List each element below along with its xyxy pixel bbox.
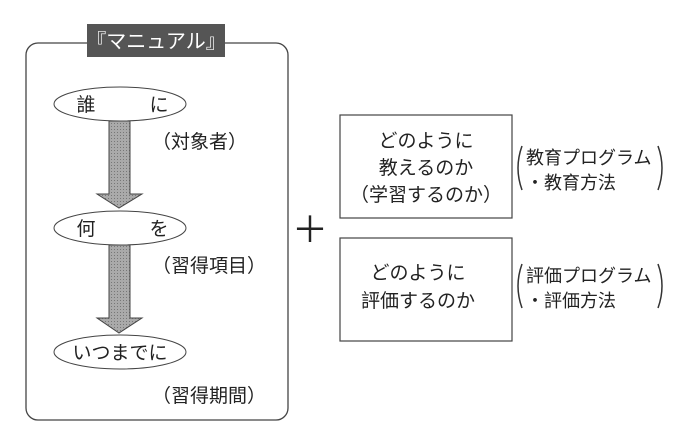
note-target: （対象者） <box>152 131 247 153</box>
plus-sign: ＋ <box>292 210 328 251</box>
bracket-left <box>517 145 523 191</box>
teach-side-1: 教育プログラム <box>526 148 651 169</box>
eval-line-1: どのように <box>370 262 465 284</box>
oval-who-right: に <box>149 94 168 116</box>
eval-side-1: 評価プログラム <box>526 266 651 287</box>
eval-line-2: 評価するのか <box>361 290 475 312</box>
oval-what <box>53 210 187 246</box>
oval-when-text: いつまでに <box>72 342 167 364</box>
oval-when <box>53 334 187 370</box>
arrow-1 <box>95 120 144 209</box>
oval-who <box>53 86 187 122</box>
oval-what-left: 何 <box>76 218 95 240</box>
note-period: （習得期間） <box>152 385 266 407</box>
eval-box <box>339 237 513 342</box>
manual-title: 『マニュアル』 <box>86 29 225 53</box>
arrow-2 <box>95 244 144 334</box>
oval-who-left: 誰 <box>76 94 95 116</box>
bracket-right <box>657 145 663 191</box>
teach-line-2: 教えるのか <box>379 157 473 179</box>
teach-line-3: （学習するのか） <box>350 184 502 206</box>
teach-box <box>339 114 513 219</box>
teach-side-2: ・教育方法 <box>526 173 616 194</box>
manual-title-bg <box>87 24 225 57</box>
bracket-right <box>657 263 663 309</box>
note-items: （習得項目） <box>152 255 266 277</box>
oval-what-right: を <box>149 218 168 240</box>
bracket-left <box>517 263 523 309</box>
eval-side-2: ・評価方法 <box>526 291 616 312</box>
teach-line-1: どのように <box>378 130 473 152</box>
